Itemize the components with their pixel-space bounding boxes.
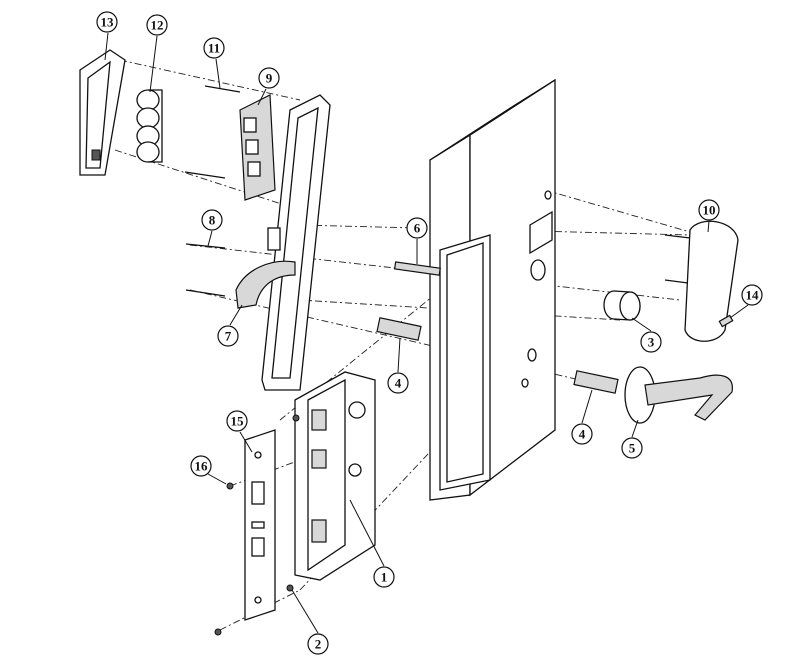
callout-3: 3 bbox=[631, 317, 662, 353]
callout-4a: 4 bbox=[387, 337, 409, 394]
inside-escutcheon bbox=[261, 94, 331, 391]
callout-7: 7 bbox=[217, 304, 243, 347]
svg-text:12: 12 bbox=[151, 18, 164, 33]
callout-15: 15 bbox=[226, 410, 253, 453]
spindle bbox=[393, 261, 441, 276]
batteries bbox=[136, 89, 163, 163]
callout-9: 9 bbox=[257, 67, 280, 106]
svg-text:9: 9 bbox=[266, 71, 273, 86]
spindle-springs bbox=[376, 317, 619, 394]
callout-13: 13 bbox=[96, 11, 118, 61]
callout-8: 8 bbox=[201, 209, 223, 247]
svg-text:15: 15 bbox=[231, 414, 245, 429]
screws-top bbox=[184, 85, 241, 179]
svg-text:14: 14 bbox=[746, 288, 760, 303]
svg-text:6: 6 bbox=[414, 221, 421, 236]
screws-mid bbox=[185, 243, 226, 297]
cylinder bbox=[603, 290, 641, 321]
callout-2: 2 bbox=[291, 589, 329, 655]
svg-text:16: 16 bbox=[195, 459, 209, 474]
callout-16: 16 bbox=[190, 455, 227, 485]
mortise-body bbox=[294, 371, 376, 581]
svg-text:4: 4 bbox=[395, 376, 402, 391]
battery-cover bbox=[79, 49, 126, 176]
svg-text:1: 1 bbox=[381, 570, 388, 585]
svg-text:8: 8 bbox=[209, 213, 216, 228]
callout-5: 5 bbox=[621, 419, 643, 459]
outside-reader bbox=[664, 220, 739, 342]
svg-text:7: 7 bbox=[225, 329, 232, 344]
callout-6: 6 bbox=[406, 217, 428, 264]
svg-text:10: 10 bbox=[703, 203, 716, 218]
set-screw bbox=[718, 314, 734, 328]
outside-lever bbox=[624, 366, 733, 424]
svg-text:5: 5 bbox=[629, 441, 636, 456]
callout-14: 14 bbox=[729, 284, 763, 319]
svg-text:13: 13 bbox=[101, 15, 115, 30]
small-screws bbox=[214, 414, 300, 636]
callout-11: 11 bbox=[203, 37, 225, 89]
inside-lever bbox=[235, 260, 296, 309]
circuit-board bbox=[239, 94, 276, 201]
callout-12: 12 bbox=[146, 14, 168, 93]
svg-text:11: 11 bbox=[208, 41, 220, 56]
svg-text:4: 4 bbox=[579, 427, 586, 442]
callout-1: 1 bbox=[349, 499, 395, 588]
svg-text:3: 3 bbox=[648, 335, 655, 350]
callouts: 1 2 3 4 4 5 6 7 8 9 10 11 12 13 14 15 16 bbox=[96, 11, 763, 655]
callout-10: 10 bbox=[698, 199, 720, 233]
mortise-pocket bbox=[439, 234, 491, 491]
door-slab bbox=[429, 78, 556, 501]
svg-text:2: 2 bbox=[315, 637, 322, 652]
assembly-lines bbox=[114, 59, 691, 631]
callout-4b: 4 bbox=[571, 389, 593, 445]
faceplate bbox=[244, 429, 276, 621]
